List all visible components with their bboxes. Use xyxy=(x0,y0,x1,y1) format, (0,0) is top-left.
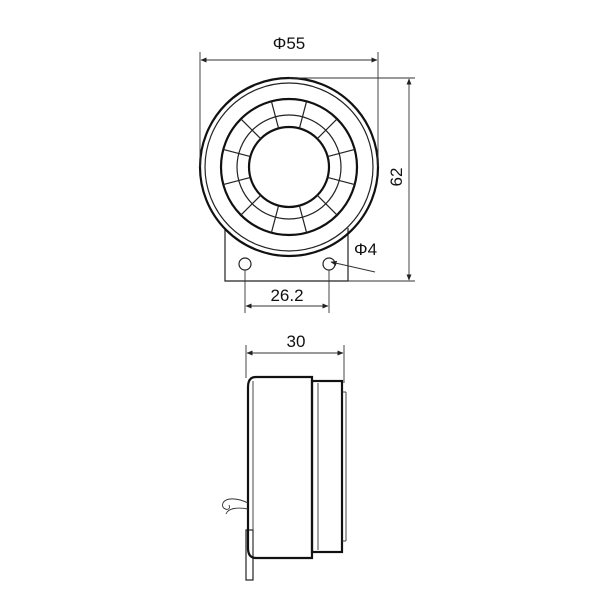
grille-slot-divider xyxy=(327,176,355,186)
outer-housing-ring-inner xyxy=(204,82,374,252)
grille-slot-divider xyxy=(240,118,262,140)
grille-slot-divider xyxy=(298,205,308,233)
height-label: 62 xyxy=(387,168,406,187)
hole-diameter-label: Φ4 xyxy=(354,240,377,259)
center-hub xyxy=(247,125,331,209)
grille-slot-divider xyxy=(298,101,308,129)
mounting-bracket xyxy=(224,228,349,282)
grille-slot-divider xyxy=(223,148,251,158)
mounting-hole-right xyxy=(322,257,336,271)
grille-inner-ring xyxy=(236,114,342,220)
side-grille-section xyxy=(310,379,344,554)
grille-slot-divider xyxy=(270,205,280,233)
hole-diameter-leader xyxy=(330,260,376,273)
top-view: Φ55 62 Φ4 26.2 xyxy=(198,34,415,313)
depth-label: 30 xyxy=(287,332,306,351)
grille-outer-ring xyxy=(219,97,359,237)
outer-housing-ring xyxy=(198,76,380,258)
grille-slot-divider xyxy=(327,148,355,158)
side-bracket-plate xyxy=(245,529,254,581)
mounting-hole-left xyxy=(238,257,252,271)
diameter-label: Φ55 xyxy=(273,34,305,53)
grille-slot-divider xyxy=(240,194,262,216)
grille-slot-divider xyxy=(316,194,338,216)
lead-wires xyxy=(222,498,249,515)
grille-slot-divider xyxy=(316,118,338,140)
spacing-label: 26.2 xyxy=(270,286,303,305)
grille-slots xyxy=(223,101,355,233)
grille-slot-divider xyxy=(223,176,251,186)
side-main-body xyxy=(246,375,314,560)
side-view: 30 xyxy=(222,332,347,581)
grille-slot-divider xyxy=(270,101,280,129)
